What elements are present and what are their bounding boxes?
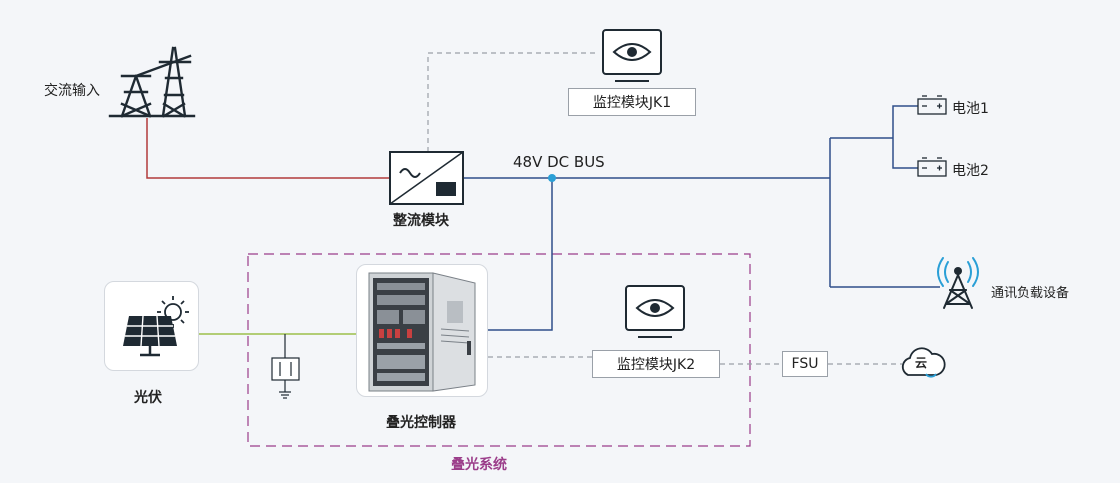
battery1-label: 电池1: [952, 101, 989, 117]
battery-icon: [917, 157, 947, 177]
dc-bus-controller-drop: [488, 178, 553, 331]
controller-card: [356, 264, 488, 397]
pv-label: 光伏: [134, 390, 162, 406]
monitor-eye-icon: [625, 285, 685, 338]
monitor-jk1-box: 监控模块JK1: [568, 88, 696, 116]
bus-junction: [548, 174, 556, 182]
ac-input-label: 交流输入: [44, 83, 100, 99]
rectifier-icon: [389, 151, 464, 205]
cloud-icon: [901, 347, 946, 378]
pv-card: [104, 281, 199, 371]
monitor-eye-icon: [602, 29, 662, 82]
telecom-load-label: 通讯负载设备: [991, 286, 1070, 301]
ac-line: [146, 118, 390, 179]
system-boundary: [247, 253, 751, 447]
battery2-label: 电池2: [952, 163, 989, 179]
dc-bus-label: 48V DC BUS: [513, 153, 605, 171]
monitor-jk2-box: 监控模块JK2: [592, 350, 720, 378]
fsu-box: FSU: [782, 351, 828, 377]
cloud-label: 云: [915, 356, 928, 370]
power-tower-icon: [108, 46, 196, 118]
antenna-tower-icon: [937, 257, 979, 309]
surge-protector-icon: [271, 357, 300, 399]
solar-panel-icon: [123, 296, 189, 357]
system-title: 叠光系统: [451, 457, 507, 473]
rectifier-label: 整流模块: [393, 213, 449, 229]
controller-label: 叠光控制器: [386, 415, 456, 431]
signal-jk1: [427, 52, 598, 152]
battery-icon: [917, 95, 947, 115]
battery-fork: [892, 105, 918, 169]
cabinet-icon: [368, 272, 476, 392]
